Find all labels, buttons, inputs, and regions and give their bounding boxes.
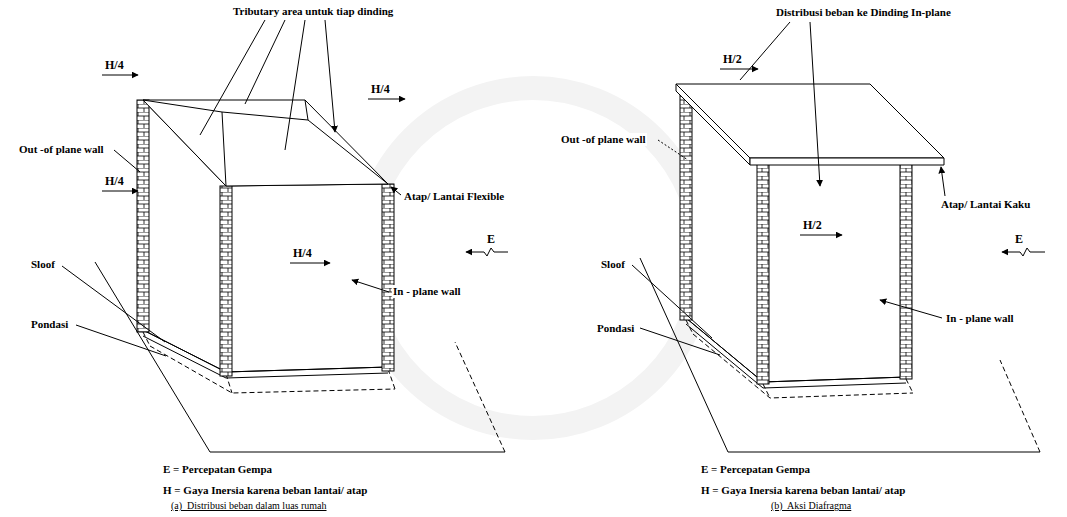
force-arrow xyxy=(800,235,842,236)
leader-line xyxy=(76,325,166,356)
brick-column xyxy=(900,162,912,379)
distribution-arrow xyxy=(740,22,820,186)
ground-plane-edge xyxy=(455,342,505,452)
rigid-slab-edge xyxy=(676,84,750,165)
tributary-arrow xyxy=(200,20,335,150)
force-arrow xyxy=(102,75,138,76)
in-plane-wall xyxy=(226,184,388,372)
leader-line xyxy=(391,187,401,195)
load-label: E xyxy=(486,232,496,246)
sloof-beam xyxy=(686,318,906,388)
part-label: Atap/ Lantai Flexible xyxy=(403,190,505,203)
leader-line xyxy=(880,300,942,318)
force-label: H/4 xyxy=(370,82,391,96)
figure-caption: (b) Aksi Diafragma xyxy=(770,500,852,512)
earthquake-arrow xyxy=(466,248,508,256)
leader-line xyxy=(658,140,688,160)
load-label: E xyxy=(1014,232,1024,246)
part-label: In - plane wall xyxy=(945,312,1015,325)
earthquake-arrow xyxy=(1002,248,1045,256)
legend-note: H = Gaya Inersia karena beban lantai/ at… xyxy=(162,484,368,497)
brick-column xyxy=(757,162,769,384)
force-arrow xyxy=(368,99,405,100)
callout-label: Tributary area untuk tiap dinding xyxy=(232,5,394,18)
leader-line xyxy=(114,150,140,172)
leader-line xyxy=(62,266,165,342)
force-label: H/4 xyxy=(104,58,125,72)
force-arrow xyxy=(102,191,138,192)
force-label: H/4 xyxy=(104,174,125,188)
ground-plane-edge xyxy=(1000,360,1040,452)
part-label: Pondasi xyxy=(30,318,69,331)
force-label: H/4 xyxy=(292,246,313,260)
part-label: Sloof xyxy=(600,258,626,271)
rigid-slab xyxy=(676,84,944,158)
part-label: Pondasi xyxy=(596,322,635,335)
part-label: Atap/ Lantai Kaku xyxy=(940,198,1031,211)
part-label: Out -of plane wall xyxy=(18,143,105,156)
force-arrow xyxy=(720,69,758,70)
in-plane-wall xyxy=(763,164,906,382)
legend-note: E = Percepatan Gempa xyxy=(700,463,811,476)
force-arrow xyxy=(290,263,330,264)
watermark xyxy=(363,88,703,428)
leader-line xyxy=(352,280,389,292)
part-label: In - plane wall xyxy=(392,285,462,298)
legend-note: E = Percepatan Gempa xyxy=(162,463,273,476)
force-label: H/2 xyxy=(802,218,823,232)
sloof-beam xyxy=(143,330,388,378)
force-label: H/2 xyxy=(722,52,743,66)
part-label: Out -of plane wall xyxy=(560,133,647,146)
flexible-roof xyxy=(143,100,388,186)
leader-line xyxy=(632,265,712,338)
figure-caption: (a) Distribusi beban dalam luas rumah xyxy=(170,500,328,512)
legend-note: H = Gaya Inersia karena beban lantai/ at… xyxy=(700,484,906,497)
brick-column xyxy=(680,90,692,320)
leader-line xyxy=(640,328,720,355)
callout-label: Distribusi beban ke Dinding In-plane xyxy=(775,6,952,19)
brick-column xyxy=(220,186,232,376)
brick-column xyxy=(382,184,394,371)
part-label: Sloof xyxy=(30,258,56,271)
roof-hip-lines xyxy=(143,100,388,186)
rigid-slab-edge xyxy=(750,158,944,165)
leader-line xyxy=(941,167,945,196)
brick-column xyxy=(137,100,149,332)
